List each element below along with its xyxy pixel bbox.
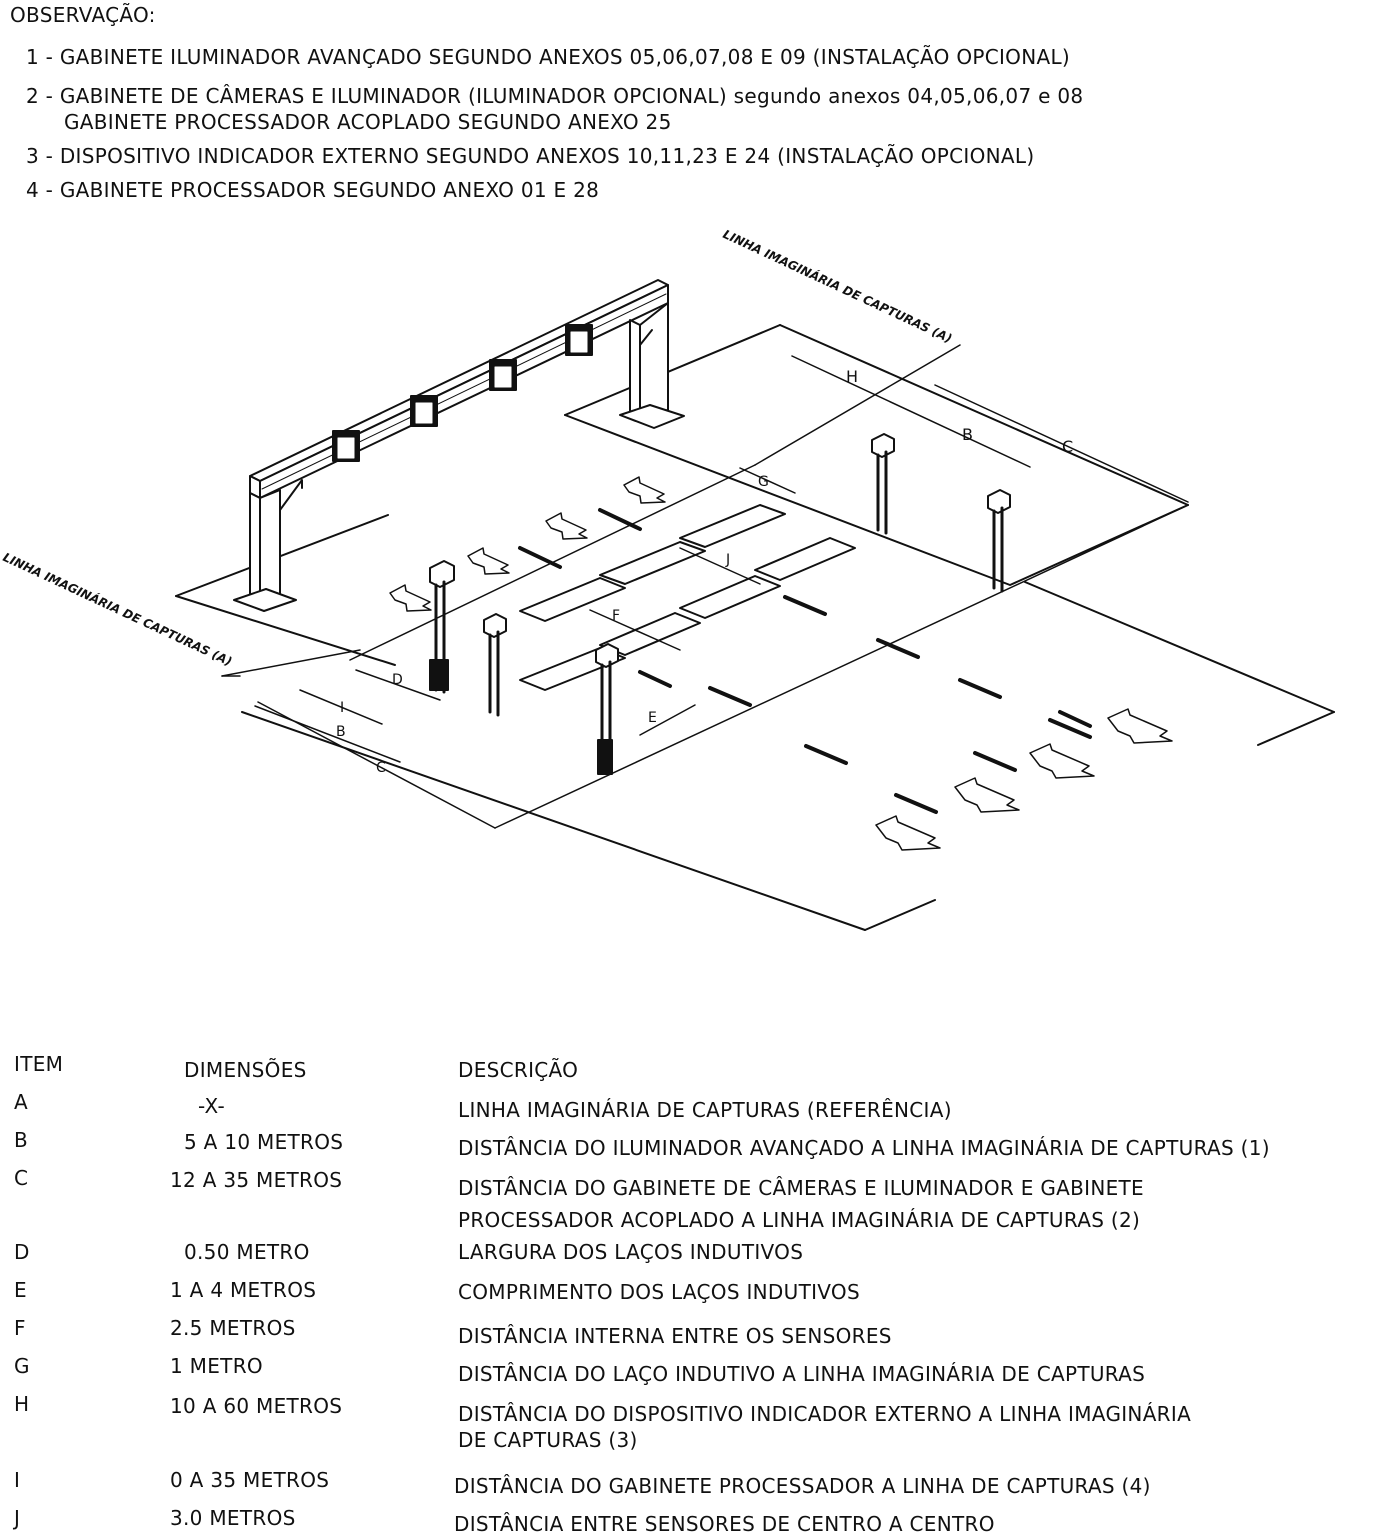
- dim-label-e: E: [648, 710, 657, 726]
- observations-heading: OBSERVAÇÃO:: [10, 3, 156, 27]
- capture-line-label-right: LINHA IMAGINÁRIA DE CAPTURAS (A): [721, 226, 955, 346]
- observation-item-2-continued: GABINETE PROCESSADOR ACOPLADO SEGUNDO AN…: [64, 110, 672, 134]
- table-row-dim: -X-: [198, 1094, 226, 1118]
- table-row-item: A: [14, 1090, 28, 1114]
- dim-label-c-left: C: [376, 760, 386, 776]
- table-row-dim: 1 A 4 METROS: [170, 1278, 317, 1302]
- dim-label-b-left: B: [336, 724, 346, 740]
- table-row-item: D: [14, 1240, 30, 1264]
- table-row-dim: 3.0 METROS: [170, 1506, 296, 1530]
- table-row-dim: 5 A 10 METROS: [184, 1130, 344, 1154]
- installation-diagram: LINHA IMAGINÁRIA DE CAPTURAS (A) LINHA I…: [1, 226, 1335, 931]
- loop-sensors: [519, 504, 856, 691]
- table-header-description: DESCRIÇÃO: [458, 1058, 579, 1082]
- table-row-dim: 2.5 METROS: [170, 1316, 296, 1340]
- dim-label-i: I: [340, 700, 344, 716]
- illuminator-pole-right-2: [987, 489, 1011, 593]
- table-row-dim: 0 A 35 METROS: [170, 1468, 330, 1492]
- table-row-item: H: [14, 1392, 30, 1416]
- processor-pole-left: [429, 560, 455, 694]
- table-row-item: I: [14, 1468, 21, 1492]
- left-platform: [175, 514, 396, 666]
- dim-label-h: H: [846, 367, 858, 386]
- table-row-item: C: [14, 1166, 29, 1190]
- gantry-structure: [233, 279, 685, 612]
- observation-item-1: 1 - GABINETE ILUMINADOR AVANÇADO SEGUNDO…: [26, 45, 1071, 69]
- table-row-item: G: [14, 1354, 30, 1378]
- camera-pole-front: [595, 643, 619, 775]
- dim-label-j: J: [725, 552, 730, 568]
- table-row-dim: 1 METRO: [170, 1354, 263, 1378]
- table-row-desc: DISTÂNCIA INTERNA ENTRE OS SENSORES: [458, 1324, 892, 1348]
- observation-item-3: 3 - DISPOSITIVO INDICADOR EXTERNO SEGUND…: [26, 144, 1035, 168]
- table-header-dimensions: DIMENSÕES: [184, 1058, 307, 1082]
- table-row-desc: DISTÂNCIA DO ILUMINADOR AVANÇADO A LINHA…: [458, 1136, 1270, 1160]
- table-row-desc: DISTÂNCIA DO DISPOSITIVO INDICADOR EXTER…: [458, 1402, 1192, 1426]
- table-row-dim: 12 A 35 METROS: [170, 1168, 343, 1192]
- capture-lines: [221, 344, 961, 677]
- camera-pole-middle: [483, 613, 507, 717]
- table-row-desc: LINHA IMAGINÁRIA DE CAPTURAS (REFERÊNCIA…: [458, 1098, 952, 1122]
- far-road-section: [564, 324, 1189, 586]
- dim-label-c-right: C: [1062, 437, 1073, 456]
- dim-label-f: F: [612, 608, 620, 624]
- table-row-desc: DISTÂNCIA DO GABINETE PROCESSADOR A LINH…: [454, 1474, 1151, 1498]
- capture-line-label-left: LINHA IMAGINÁRIA DE CAPTURAS (A): [1, 549, 235, 669]
- table-row-dim: 0.50 METRO: [184, 1240, 310, 1264]
- table-row-dim: 10 A 60 METROS: [170, 1394, 343, 1418]
- table-header-item: ITEM: [14, 1052, 64, 1076]
- lane-markings: [518, 508, 1092, 814]
- observation-item-4: 4 - GABINETE PROCESSADOR SEGUNDO ANEXO 0…: [26, 178, 600, 202]
- illuminator-pole-right-1: [871, 433, 895, 535]
- table-row-desc-continued: PROCESSADOR ACOPLADO A LINHA IMAGINÁRIA …: [458, 1208, 1141, 1232]
- observation-item-2: 2 - GABINETE DE CÂMERAS E ILUMINADOR (IL…: [26, 84, 1084, 108]
- traffic-arrows: [389, 476, 1173, 851]
- dim-label-d: D: [392, 672, 403, 688]
- dim-label-g: G: [758, 474, 769, 490]
- table-row-item: E: [14, 1278, 27, 1302]
- table-row-desc: DISTÂNCIA ENTRE SENSORES DE CENTRO A CEN…: [454, 1512, 995, 1536]
- table-row-item: B: [14, 1128, 29, 1152]
- table-row-desc: DISTÂNCIA DO LAÇO INDUTIVO A LINHA IMAGI…: [458, 1362, 1146, 1386]
- dim-label-b-right: B: [962, 425, 973, 444]
- table-row-item: J: [14, 1506, 21, 1530]
- table-row-desc: DISTÂNCIA DO GABINETE DE CÂMERAS E ILUMI…: [458, 1176, 1144, 1200]
- table-row-desc: COMPRIMENTO DOS LAÇOS INDUTIVOS: [458, 1280, 860, 1304]
- dimension-lines: [254, 355, 1189, 763]
- table-row-desc-continued: DE CAPTURAS (3): [458, 1428, 638, 1452]
- table-row-desc: LARGURA DOS LAÇOS INDUTIVOS: [458, 1240, 804, 1264]
- poles: [429, 433, 1011, 775]
- table-row-item: F: [14, 1316, 26, 1340]
